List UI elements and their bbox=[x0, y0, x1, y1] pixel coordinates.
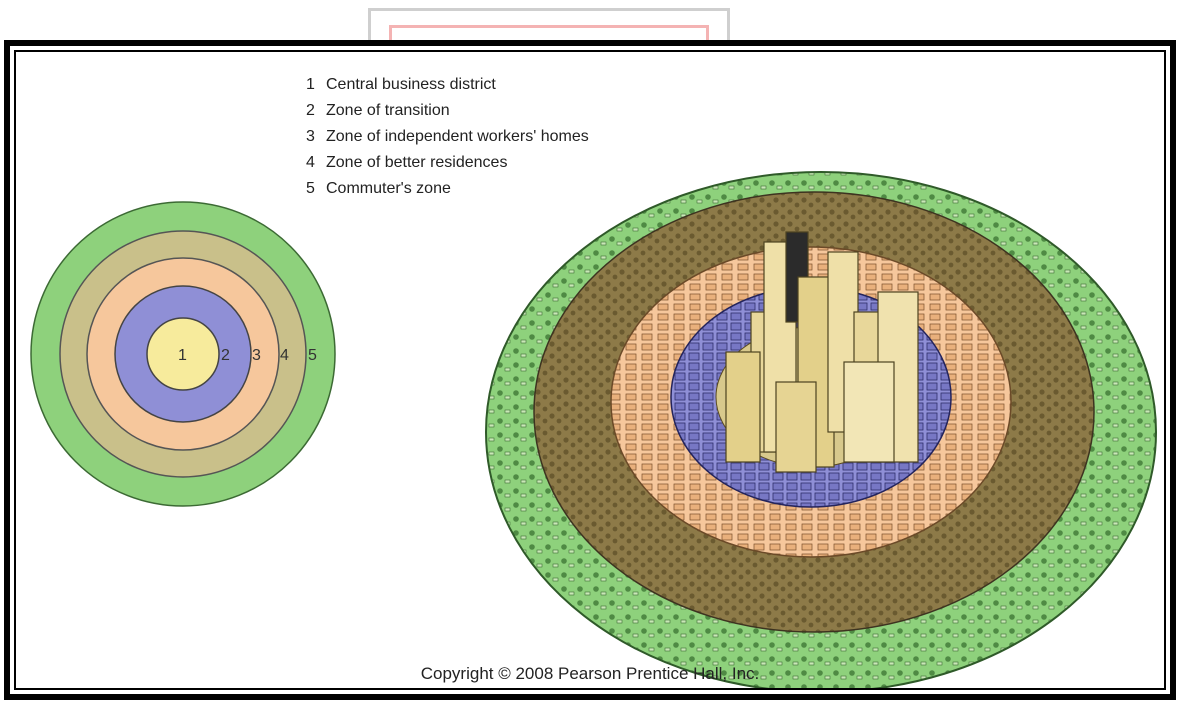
copyright-text: Copyright © 2008 Pearson Prentice Hall, … bbox=[16, 664, 1164, 684]
ring-label-4: 4 bbox=[280, 347, 289, 364]
slide-frame: 1 2 3 4 5 bbox=[4, 40, 1176, 700]
ring-label-1: 1 bbox=[178, 347, 187, 364]
ring-label-3: 3 bbox=[252, 347, 261, 364]
concentric-zone-diagram: 1 2 3 4 5 bbox=[16, 52, 1166, 690]
ring-label-2: 2 bbox=[221, 347, 230, 364]
slide-content: 1 2 3 4 5 bbox=[14, 50, 1166, 690]
ring-label-5: 5 bbox=[308, 347, 317, 364]
